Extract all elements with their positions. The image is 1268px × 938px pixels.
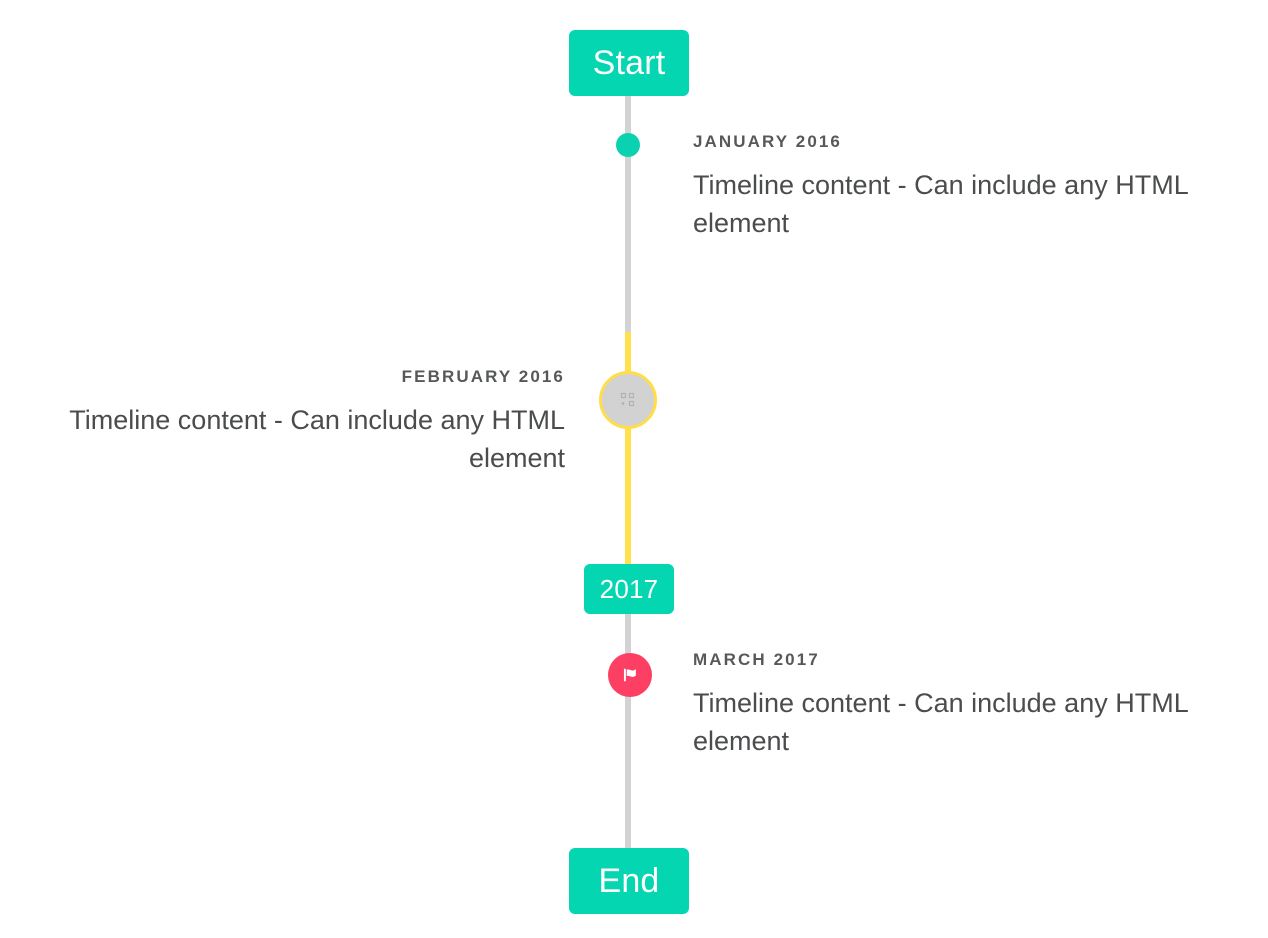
event-text-march-2017: Timeline content - Can include any HTML … — [693, 687, 1188, 757]
event-text-february-2016: Timeline content - Can include any HTML … — [69, 404, 565, 474]
timeline-end-badge[interactable]: End — [569, 848, 689, 914]
event-body-february-2016: FEBRUARY 2016 Timeline content - Can inc… — [40, 367, 565, 477]
broken-image-icon — [620, 392, 635, 407]
timeline-axis-segment-gray-top — [625, 95, 631, 332]
event-date-january-2016: JANUARY 2016 — [693, 132, 842, 151]
timeline-year-badge-2017[interactable]: 2017 — [584, 564, 674, 614]
event-date-march-2017: MARCH 2017 — [693, 650, 820, 669]
event-body-march-2017: MARCH 2017 Timeline content - Can includ… — [693, 650, 1218, 760]
event-text-january-2016: Timeline content - Can include any HTML … — [693, 169, 1188, 239]
timeline-start-badge[interactable]: Start — [569, 30, 689, 96]
event-date-february-2016: FEBRUARY 2016 — [401, 367, 565, 386]
marker-dot-icon[interactable] — [616, 133, 640, 157]
timeline-axis-segment-gray-bottom — [625, 614, 631, 848]
marker-ring-icon[interactable] — [599, 371, 657, 429]
timeline-axis-segment-yellow — [625, 332, 631, 564]
marker-flag-icon[interactable] — [608, 653, 652, 697]
flag-icon — [623, 668, 636, 682]
event-body-january-2016: JANUARY 2016 Timeline content - Can incl… — [693, 132, 1218, 242]
